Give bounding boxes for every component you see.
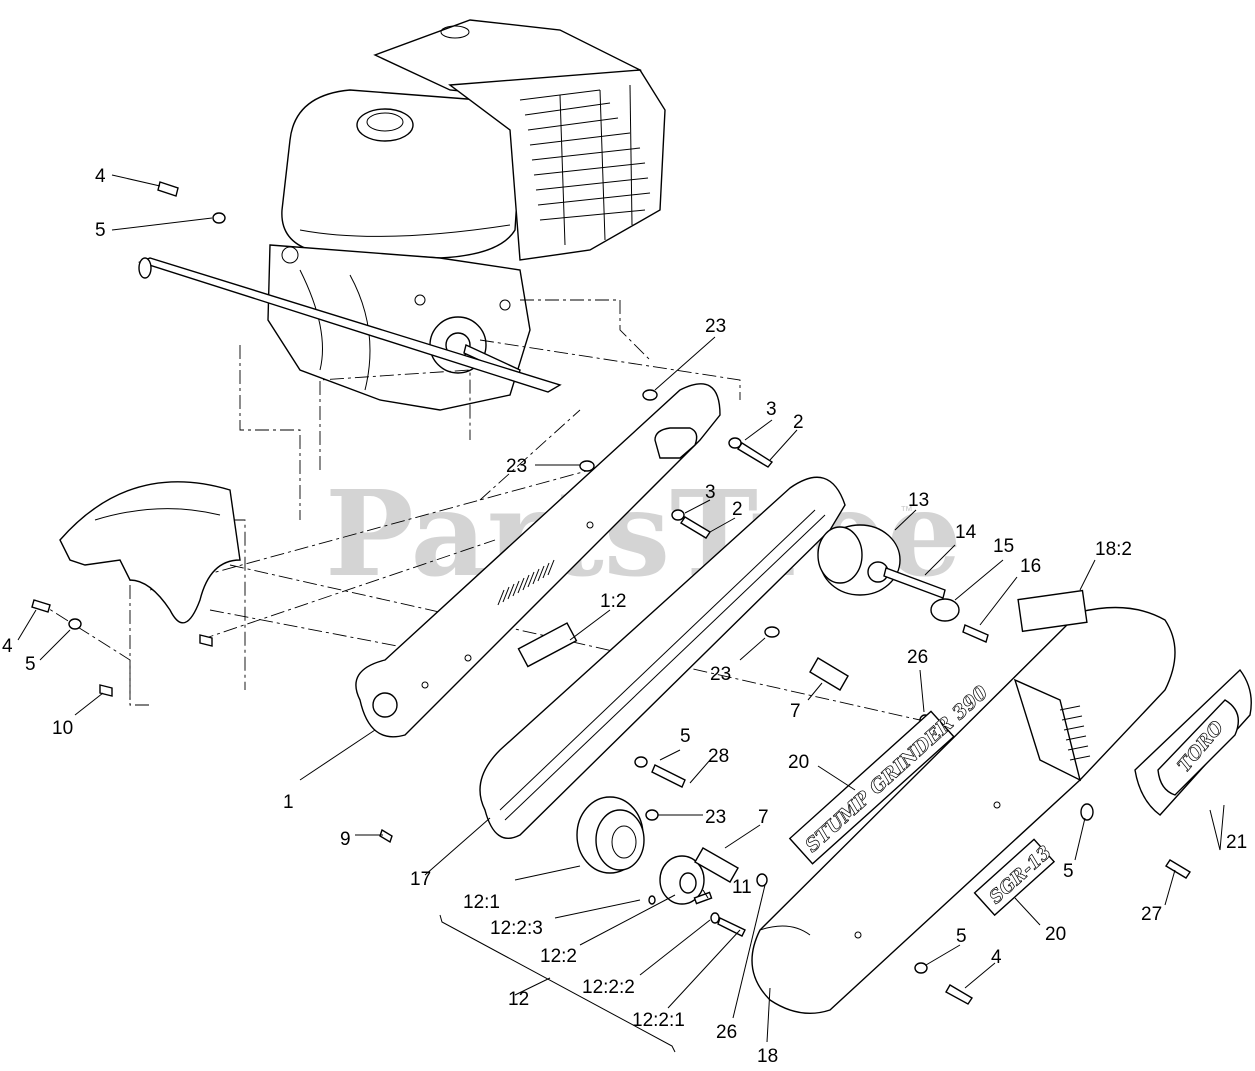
callout-18: 18 bbox=[757, 1046, 778, 1067]
callout-4: 4 bbox=[991, 947, 1002, 968]
callout-23: 23 bbox=[710, 664, 731, 685]
callout-28: 28 bbox=[708, 746, 729, 767]
callout-15: 15 bbox=[993, 536, 1014, 557]
callout-13: 13 bbox=[908, 490, 929, 511]
callout-4: 4 bbox=[95, 166, 106, 187]
callout-3: 3 bbox=[766, 399, 777, 420]
callout-7: 7 bbox=[790, 701, 801, 722]
toro-decal: TORO bbox=[1134, 668, 1252, 816]
callout-20: 20 bbox=[1045, 924, 1066, 945]
callout-2: 2 bbox=[732, 499, 743, 520]
callout-17: 17 bbox=[410, 869, 431, 890]
callout-12-2-3: 12:2:3 bbox=[490, 918, 543, 939]
watermark-tm: ™ bbox=[900, 503, 913, 518]
callout-12-2-1: 12:2:1 bbox=[632, 1010, 685, 1031]
leaders bbox=[17, 174, 1225, 1043]
callout-14: 14 bbox=[955, 522, 977, 543]
callout-5: 5 bbox=[95, 220, 106, 241]
callout-2: 2 bbox=[793, 412, 804, 433]
guard bbox=[59, 481, 241, 624]
group-bracket-12 bbox=[439, 914, 676, 1053]
callout-12: 12 bbox=[508, 989, 529, 1010]
callout-23: 23 bbox=[705, 807, 726, 828]
callout-11: 11 bbox=[732, 877, 752, 898]
callout-7: 7 bbox=[758, 807, 769, 828]
belt bbox=[479, 476, 846, 840]
frame bbox=[34, 257, 921, 721]
callout-26: 26 bbox=[907, 647, 928, 668]
callout-27: 27 bbox=[1141, 904, 1162, 925]
callout-20: 20 bbox=[788, 752, 809, 773]
callout-12-2-2: 12:2:2 bbox=[582, 977, 635, 998]
belt-arm bbox=[355, 383, 721, 738]
callout-5: 5 bbox=[25, 654, 36, 675]
callout-9: 9 bbox=[340, 829, 351, 850]
callout-1: 1 bbox=[283, 792, 294, 813]
callout-5: 5 bbox=[956, 926, 967, 947]
callout-23: 23 bbox=[506, 456, 527, 477]
callout-1-2: 1:2 bbox=[600, 591, 626, 612]
callout-5: 5 bbox=[680, 726, 691, 747]
callout-26: 26 bbox=[716, 1022, 737, 1043]
belt-cover: STUMP GRINDER 390 SGR-13 bbox=[751, 589, 1176, 1015]
callout-5: 5 bbox=[1063, 861, 1074, 882]
callout-3: 3 bbox=[705, 482, 716, 503]
callout-21: 21 bbox=[1226, 832, 1247, 853]
callout-10: 10 bbox=[52, 718, 73, 739]
callout-12-2: 12:2 bbox=[540, 946, 577, 967]
callout-12-1: 12:1 bbox=[463, 892, 500, 913]
callout-23: 23 bbox=[705, 316, 726, 337]
engine bbox=[267, 19, 666, 411]
callouts: 4 5 23 3 2 23 3 2 13 14 15 16 18:2 1:2 2… bbox=[2, 166, 1247, 1067]
callout-4: 4 bbox=[2, 636, 13, 657]
upper-pulley bbox=[817, 524, 989, 643]
callout-16: 16 bbox=[1020, 556, 1041, 577]
callout-18-2: 18:2 bbox=[1095, 539, 1132, 560]
